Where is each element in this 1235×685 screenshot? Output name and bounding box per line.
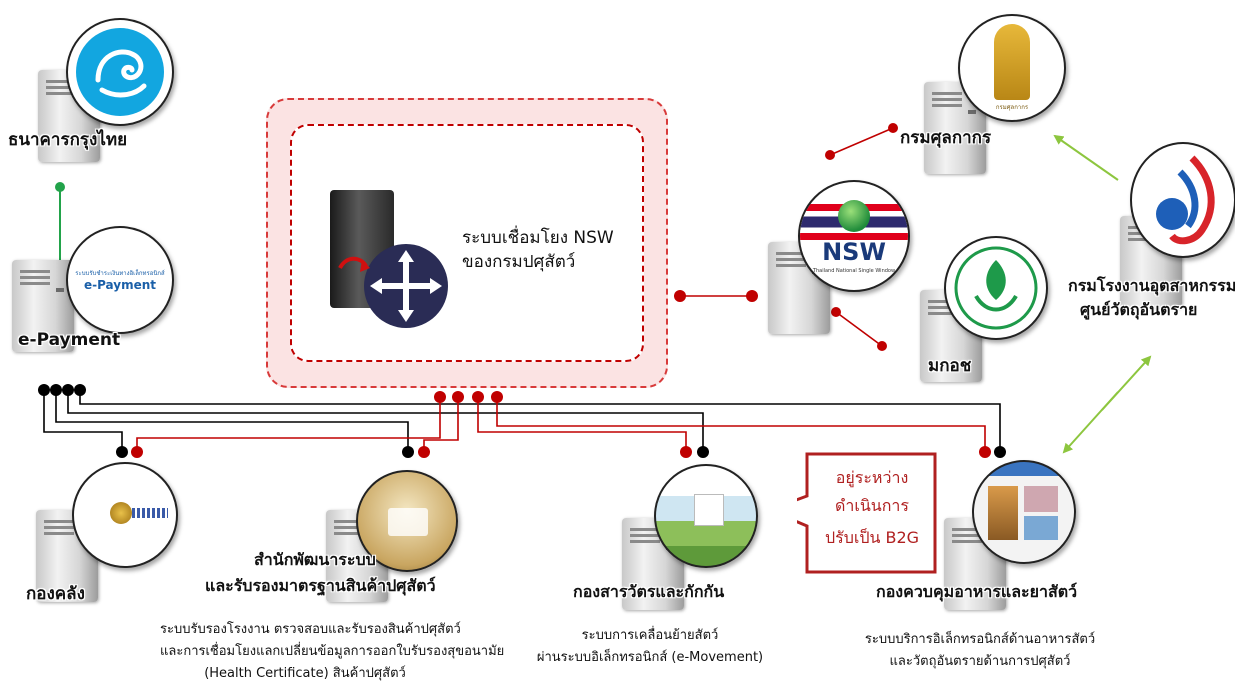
feed-control-screenshot	[972, 460, 1076, 564]
diw-customs-arrow	[1053, 134, 1119, 181]
feed-control-desc-1: ระบบบริการอิเล็กทรอนิกส์ด้านอาหารสัตว์	[864, 632, 1096, 647]
red-links	[136, 127, 986, 452]
epayment-logo: ระบบรับชำระเงินทางอิเล็กทรอนิกส์ e-Payme…	[66, 226, 174, 334]
web-card-icon	[388, 508, 428, 536]
nsw-system-outer-box	[266, 98, 668, 388]
red-arrow-icon	[338, 256, 370, 272]
epayment-logo-text: e-Payment	[83, 278, 157, 292]
customs-logo: กรมศุลกากร	[958, 14, 1066, 122]
b2g-callout-line3: ปรับเป็น B2G	[824, 528, 920, 547]
epayment-label: e-Payment	[18, 330, 121, 350]
acfs-logo	[944, 236, 1048, 340]
diw-label-line1: กรมโรงงานอุตสาหกรรม	[1068, 276, 1235, 295]
acfs-label: มกอช	[928, 356, 972, 376]
nsw-system-subtitle: ของกรมปศุสัตว์	[462, 252, 576, 272]
food-photo-icon	[988, 486, 1018, 540]
ktb-bank-label: ธนาคารกรุงไทย	[8, 130, 128, 150]
acfs-emblem-icon	[954, 246, 1038, 330]
quarantine-screenshot	[654, 464, 758, 568]
b2g-callout-shape	[797, 452, 937, 574]
standards-desc-2: และการเชื่อมโยงแลกเปลี่ยนข้อมูลการออกใบร…	[160, 644, 505, 659]
quarantine-label: กองสารวัตรและกักกัน	[573, 582, 725, 601]
diw-flame-icon	[1156, 155, 1215, 245]
standards-desc-1: ระบบรับรองโรงงาน ตรวจสอบและรับรองสินค้าป…	[160, 622, 461, 637]
standards-label-line2: และรับรองมาตรฐานสินค้าปศุสัตว์	[205, 576, 436, 595]
customs-label: กรมศุลกากร	[900, 128, 992, 148]
bird-logo-icon	[76, 28, 164, 116]
treasury-server	[36, 510, 98, 602]
customs-crest-icon	[994, 24, 1030, 100]
treasury-logo-bar	[132, 508, 168, 518]
ktb-bank-logo	[66, 18, 174, 126]
b2g-callout-line2: ดำเนินการ	[835, 496, 909, 515]
product-photo-icon	[1024, 486, 1058, 512]
treasury-label: กองคลัง	[26, 584, 85, 604]
epayment-server	[12, 260, 74, 352]
login-form-icon	[694, 494, 724, 526]
nsw-logo-text: NSW	[822, 238, 886, 266]
quarantine-desc-1: ระบบการเคลื่อนย้ายสัตว์	[581, 628, 719, 643]
feed-control-desc-2: และวัตถุอันตรายด้านการปศุสัตว์	[889, 654, 1071, 669]
product-photo-icon-2	[1024, 516, 1058, 540]
diw-logo	[1130, 142, 1235, 258]
globe-icon	[838, 200, 870, 232]
nsw-logo-subtext: Thailand National Single Window	[812, 268, 896, 274]
nsw-system-title: ระบบเชื่อมโยง NSW	[462, 228, 614, 248]
diw-label-line2: ศูนย์วัตถุอันตราย	[1080, 300, 1198, 319]
b2g-callout-line1: อยู่ระหว่าง	[835, 468, 909, 487]
arrow-cross-icon	[364, 244, 448, 328]
treasury-logo	[72, 462, 178, 568]
customs-logo-text: กรมศุลกากร	[995, 104, 1029, 111]
standards-screenshot	[356, 470, 458, 572]
standards-label-line1: สำนักพัฒนาระบบ	[254, 550, 376, 569]
black-links	[43, 390, 1001, 452]
dld-emblem-icon	[110, 502, 132, 524]
epayment-logo-small: ระบบรับชำระเงินทางอิเล็กทรอนิกส์	[75, 270, 165, 277]
feed-control-label: กองควบคุมอาหารและยาสัตว์	[876, 582, 1078, 601]
quarantine-desc-2: ผ่านระบบอิเล็กทรอนิกส์ (e-Movement)	[536, 650, 764, 665]
red-dots	[131, 123, 991, 458]
diw-feed-arrow-down	[1062, 391, 1119, 454]
standards-desc-3: (Health Certificate) สินค้าปศุสัตว์	[204, 666, 406, 681]
black-dots	[38, 384, 1006, 458]
nsw-logo: NSW Thailand National Single Window	[798, 180, 910, 292]
